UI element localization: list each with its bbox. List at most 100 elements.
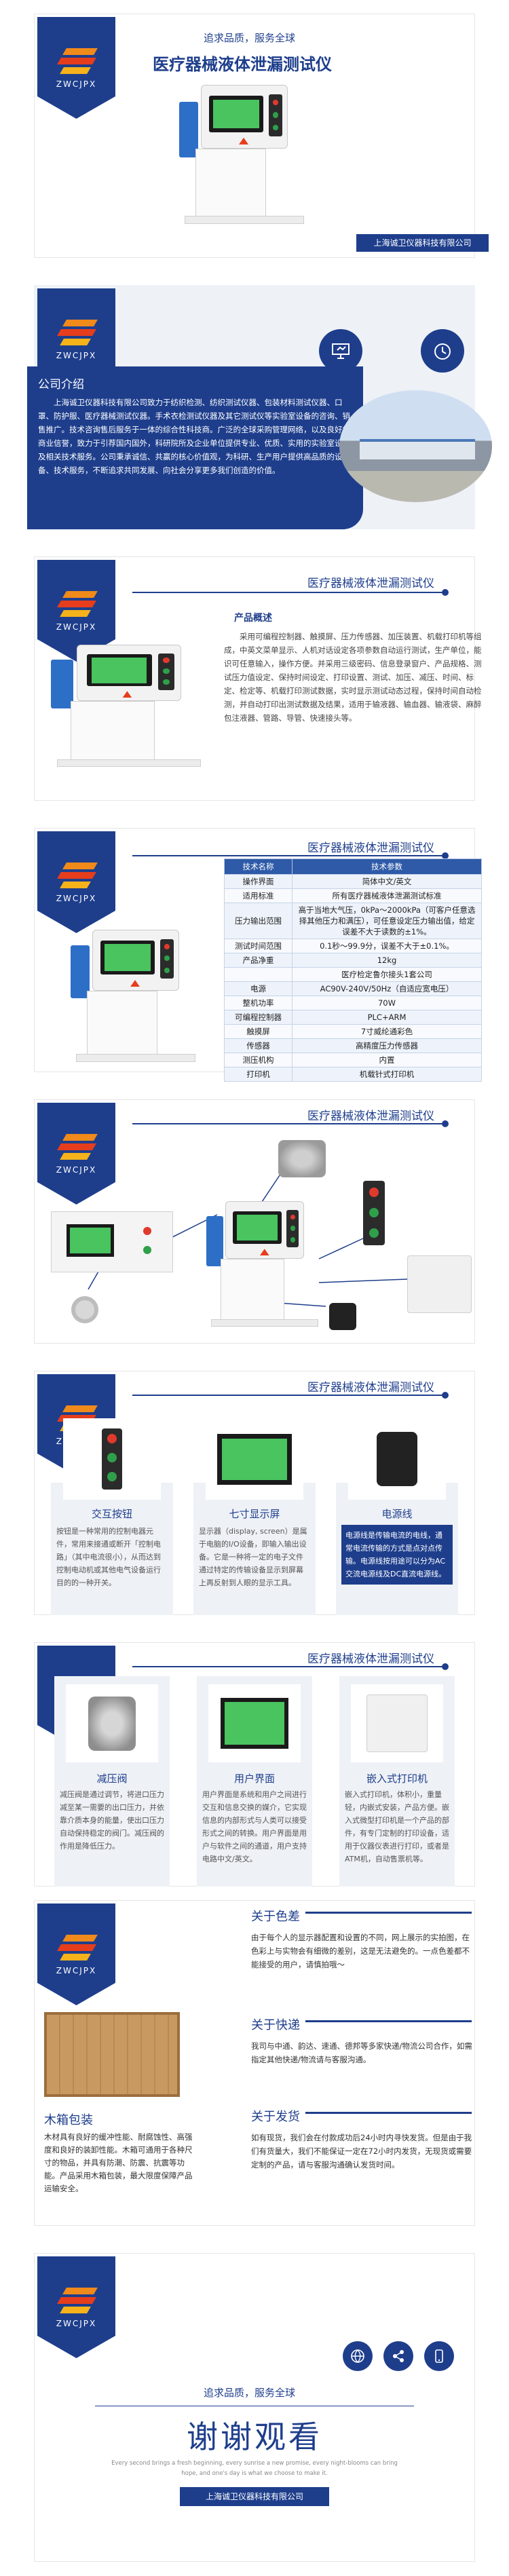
product-image	[204, 1201, 326, 1327]
feature-card: 交互按钮 按钮是一种常用的控制电器元件，常用来接通或断开「控制电路」（其中电流很…	[51, 1418, 173, 1615]
hero-company: 上海诚卫仪器科技有限公司	[373, 238, 472, 248]
hero-slogan: 追求品质，服务全球	[204, 32, 296, 44]
button-panel-photo	[363, 1181, 385, 1245]
title-divider	[132, 1392, 449, 1399]
power-cord-photo	[348, 1418, 446, 1500]
presentation-icon	[319, 329, 362, 373]
title-bar	[305, 1912, 472, 1914]
logo-badge: ZWCJPX	[37, 1103, 115, 1205]
param-name	[224, 967, 293, 982]
logo-badge: ZWCJPX	[37, 1903, 115, 2005]
params-table-body: 操作界面简体中文/英文适用标准所有医疗器械液体泄漏测试标准压力输出范围高于当地大…	[224, 874, 482, 1082]
param-name: 操作界面	[224, 874, 293, 889]
service-body-color: 由于每个人的显示器配置和设置的不同，网上展示的实拍图，在色彩上与实物会有细微的差…	[251, 1933, 470, 1969]
product-image	[48, 645, 210, 767]
intro-heading: 公司介绍	[38, 378, 84, 392]
logo-icon	[56, 1933, 98, 1962]
logo-badge: ZWCJPX	[37, 17, 115, 119]
packing-title: 木箱包装	[44, 2113, 93, 2127]
phone-icon	[424, 2341, 454, 2371]
service-title-express: 关于快递	[251, 2018, 300, 2032]
table-row: 操作界面简体中文/英文	[224, 874, 482, 889]
param-value: 内置	[292, 1053, 482, 1067]
logo-icon	[56, 590, 98, 618]
tagline-2: hope, and one's day is what we choose to…	[181, 2470, 328, 2477]
param-value: 7寸威纶通彩色	[292, 1024, 482, 1039]
footer-company-bar: 上海诚卫仪器科技有限公司	[180, 2487, 329, 2506]
feature-card: 嵌入式打印机 嵌入式打印机，体积小，重量轻，内嵌式安装，产品方便。嵌入式微型打印…	[339, 1676, 455, 1887]
user-interface-photo	[208, 1684, 301, 1762]
tagline-1: Every second brings a fresh beginning, e…	[111, 2460, 398, 2467]
parts-section: ZWCJPX 医疗器械液体泄漏测试仪	[0, 1086, 509, 1357]
param-name: 测试时间范围	[224, 939, 293, 953]
display-photo	[206, 1418, 303, 1500]
intro-card: 公司介绍 上海诚卫仪器科技有限公司致力于纺织检测、纺织测试仪器、包装材料测试仪器…	[27, 366, 363, 529]
params-section: ZWCJPX 医疗器械液体泄漏测试仪 技术名称 技术参数 操作界面简体中文/英文…	[0, 814, 509, 1086]
thanks-heading: 谢谢观看	[187, 2419, 322, 2455]
logo-text: ZWCJPX	[56, 79, 97, 89]
overview-section: ZWCJPX 医疗器械液体泄漏测试仪 产品概述 采用可编程控制器、触摸屏、压力传…	[0, 543, 509, 814]
button-panel-photo	[63, 1418, 161, 1500]
section-title: 医疗器械液体泄漏测试仪	[307, 1652, 434, 1666]
title-bar	[305, 2020, 472, 2022]
logo-badge: ZWCJPX	[37, 831, 115, 933]
printer-photo	[407, 1255, 472, 1313]
feature-title: 交互按钮	[91, 1508, 132, 1520]
feature-card: 减压阀 减压阀是通过调节，将进口压力减至某一需要的出口压力，并依靠介质本身的能量…	[54, 1676, 170, 1887]
title-divider	[132, 1663, 449, 1670]
factory-photo	[339, 390, 492, 502]
param-name: 可编程控制器	[224, 1010, 293, 1025]
service-body-shipping: 如有现货，我们会在付款成功后24小时内寻快发货。但是由于我们有货量大，我们不能保…	[251, 2133, 472, 2170]
logo-text: ZWCJPX	[56, 622, 97, 632]
param-value: 所有医疗器械液体泄漏测试标准	[292, 888, 482, 903]
section-title: 医疗器械液体泄漏测试仪	[307, 577, 434, 590]
param-value: 简体中文/英文	[292, 874, 482, 889]
service-title-color: 关于色差	[251, 1910, 300, 1924]
title-divider	[132, 852, 449, 859]
section-title: 医疗器械液体泄漏测试仪	[307, 1381, 434, 1395]
feature-title: 用户界面	[233, 1773, 275, 1785]
valve-photo	[66, 1684, 158, 1762]
feature-title: 减压阀	[96, 1773, 128, 1785]
param-value: 70W	[292, 996, 482, 1010]
product-image	[68, 930, 204, 1062]
product-image	[176, 85, 312, 224]
feature-title: 电源线	[381, 1508, 413, 1520]
table-row: 压力输出范围高于当地大气压，0kPa～2000kPa（可客户任意选择其他压力和满…	[224, 903, 482, 939]
overview-heading: 产品概述	[234, 613, 272, 624]
clock-icon	[421, 329, 464, 373]
title-divider	[132, 589, 449, 596]
param-value: 高于当地大气压，0kPa～2000kPa（可客户任意选择其他压力和满压），可任意…	[292, 903, 482, 939]
table-row: 打印机机载针式打印机	[224, 1067, 482, 1082]
table-row: 传感器高精度压力传感器	[224, 1038, 482, 1053]
logo-badge: ZWCJPX	[37, 2256, 115, 2358]
feature-desc: 嵌入式打印机，体积小，重量轻，内嵌式安装，产品方便。嵌入式微型打印机是一个产品的…	[345, 1790, 449, 1863]
detail-section-2: ZWCJPX 医疗器械液体泄漏测试仪 减压阀 减压阀是通过调节，将进口压力减至某…	[0, 1629, 509, 1900]
section-title: 医疗器械液体泄漏测试仪	[307, 841, 434, 855]
wooden-crate-photo	[44, 2012, 180, 2097]
share-icon	[383, 2341, 413, 2371]
table-row: 医疗检定鲁尔接头1套公司	[224, 967, 482, 982]
intro-section: ZWCJPX 公司介绍 上海诚卫仪器科技有限公司致力于纺织检测、纺织测试仪器、包…	[0, 271, 509, 543]
feature-desc: 电源线是传输电流的电线，通常电流传输的方式是点对点传输。电源线按用途可以分为AC…	[341, 1525, 453, 1585]
hero-company-bar: 上海诚卫仪器科技有限公司	[356, 234, 489, 252]
param-value: 12kg	[292, 953, 482, 968]
service-section: ZWCJPX 木箱包装 木材具有良好的缓冲性能、耐腐蚀性、高强度和良好的装卸性能…	[0, 1900, 509, 2239]
logo-icon	[56, 318, 98, 347]
logo-icon	[56, 2286, 98, 2315]
param-value: AC90V-240V/50Hz（自适应宽电压）	[292, 981, 482, 996]
param-value: 0.1秒～99.9分，误差不大于±0.1%。	[292, 939, 482, 953]
title-bar	[305, 2112, 472, 2114]
table-header: 技术名称 技术参数	[224, 858, 482, 875]
globe-icon	[343, 2341, 373, 2371]
overview-body: 采用可编程控制器、触摸屏、压力传感器、加压装置、机载打印机等组成，中英文菜单显示…	[224, 632, 482, 723]
connector-photo	[71, 1296, 98, 1323]
logo-icon	[56, 47, 98, 75]
logo-text: ZWCJPX	[56, 894, 97, 903]
hero-title: 医疗器械液体泄漏测试仪	[153, 54, 332, 74]
footer-slogan: 追求品质，服务全球	[204, 2387, 296, 2399]
param-name: 整机功率	[224, 996, 293, 1010]
feature-card: 电源线 电源线是传输电流的电线，通常电流传输的方式是点对点传输。电源线按用途可以…	[336, 1418, 458, 1615]
